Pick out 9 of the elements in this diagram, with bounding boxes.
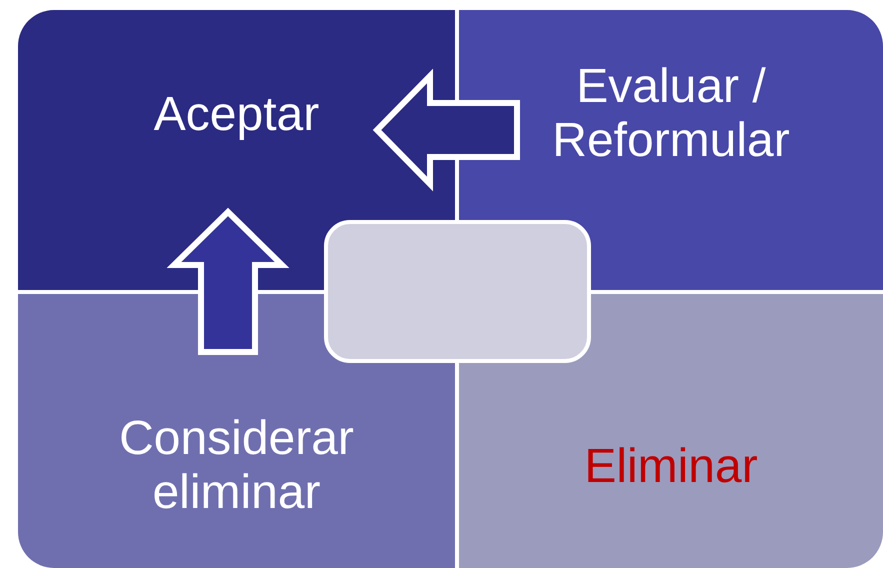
block-arrow (166, 208, 290, 355)
center-box (324, 220, 591, 363)
quadrant-box (459, 294, 883, 568)
block-arrow (372, 68, 520, 192)
quadrant-box (18, 294, 455, 568)
quadrant-label: Evaluar / Reformular (551, 60, 791, 168)
quadrant-label: Eliminar (584, 440, 758, 494)
quadrant-label: Aceptar (154, 88, 320, 142)
quadrant-label: Considerar eliminar (118, 412, 355, 520)
